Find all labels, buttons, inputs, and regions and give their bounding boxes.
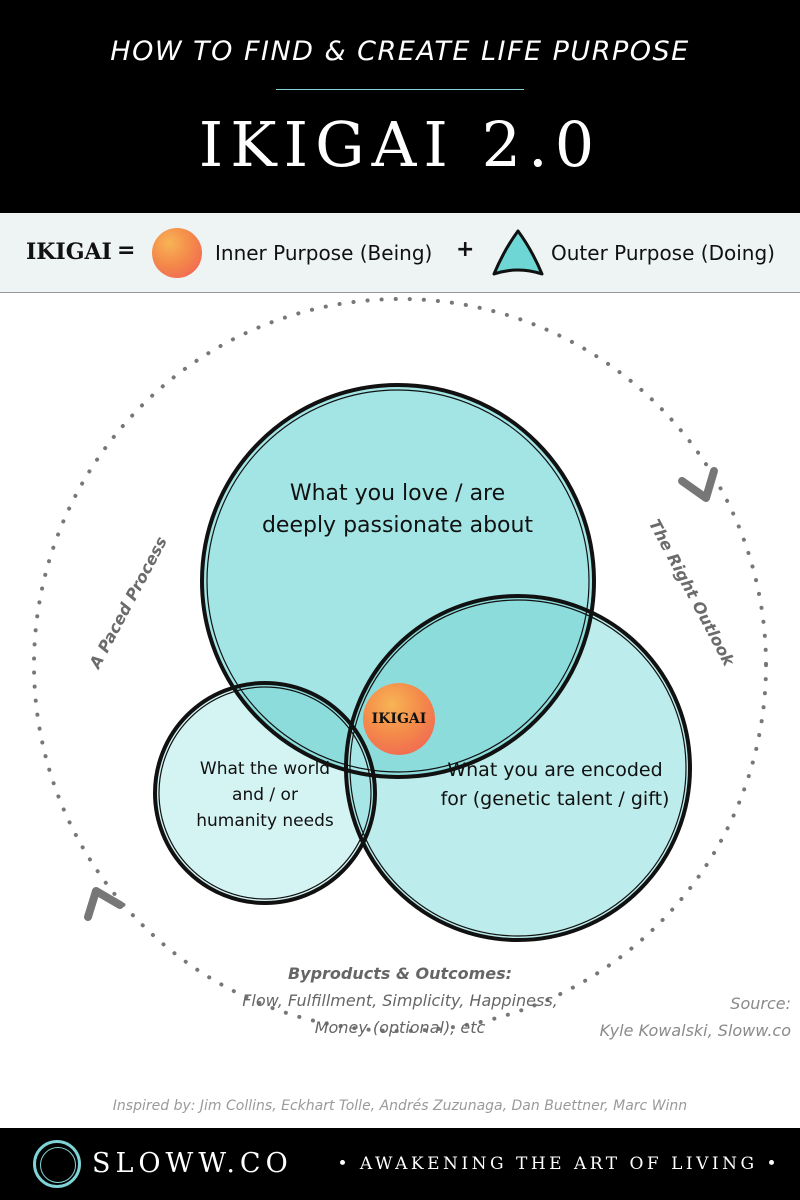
header-banner: HOW TO FIND & CREATE LIFE PURPOSE IKIGAI…: [0, 0, 800, 213]
encoded-circle-inner-outline: [349, 599, 687, 937]
inner-purpose-label: Inner Purpose (Being): [215, 241, 433, 265]
ikigai-venn-diagram: What you love / are deeply passionate ab…: [0, 293, 800, 1123]
byproducts-line-2: Money (optional), etc: [314, 1018, 486, 1037]
equation-plus: +: [456, 237, 475, 262]
equation-lhs: IKIGAI: [26, 239, 112, 265]
header-divider: [276, 89, 524, 90]
brand-tagline: • AWAKENING THE ART OF LIVING •: [337, 1154, 780, 1174]
chevron-right-arrow-icon: [678, 467, 718, 502]
venn-svg: [32, 297, 768, 1033]
source-text: Kyle Kowalski, Sloww.co: [599, 1021, 791, 1040]
love-circle-label: What you love / are deeply passionate ab…: [261, 481, 534, 538]
subtitle: HOW TO FIND & CREATE LIFE PURPOSE: [110, 36, 690, 67]
inspired-by-credit: Inspired by: Jim Collins, Eckhart Tolle,…: [112, 1098, 688, 1114]
source-block: Source: Kyle Kowalski, Sloww.co: [575, 990, 791, 1044]
sloww-logo-ring-icon: [33, 1140, 81, 1188]
ikigai-center-orb: IKIGAI: [363, 683, 435, 755]
byproducts-heading: Byproducts & Outcomes:: [287, 964, 513, 983]
orange-sun-orb-icon: [152, 228, 202, 278]
world-circle-inner-outline: [158, 686, 372, 900]
equation-bar: IKIGAI = Inner Purpose (Being) + Outer P…: [0, 213, 800, 293]
world-circle-label: What the world and / or humanity needs: [196, 759, 334, 831]
source-label: Source:: [730, 994, 791, 1013]
world-circle-outline: [153, 681, 377, 905]
chevron-left-arrow-icon: [84, 887, 124, 921]
teal-triangle-icon: [492, 229, 544, 276]
footer-banner: SLOWW.CO • AWAKENING THE ART OF LIVING •: [0, 1128, 800, 1200]
encoded-circle-label: What you are encoded for (genetic talent…: [440, 759, 670, 810]
love-circle-inner-outline: [206, 389, 590, 773]
brand-name[interactable]: SLOWW.CO: [92, 1148, 293, 1179]
byproducts-line-1: Flow, Fulfillment, Simplicity, Happiness…: [242, 991, 558, 1010]
cycle-dotted-ring: [32, 297, 768, 1033]
byproducts-block: Byproducts & Outcomes: Flow, Fulfillment…: [230, 960, 570, 1041]
love-circle-outline: [200, 383, 596, 779]
outer-purpose-label: Outer Purpose (Doing): [551, 241, 775, 265]
page-title: IKIGAI 2.0: [198, 108, 602, 181]
ikigai-center-label: IKIGAI: [371, 711, 427, 727]
equation-equals: =: [117, 238, 136, 263]
